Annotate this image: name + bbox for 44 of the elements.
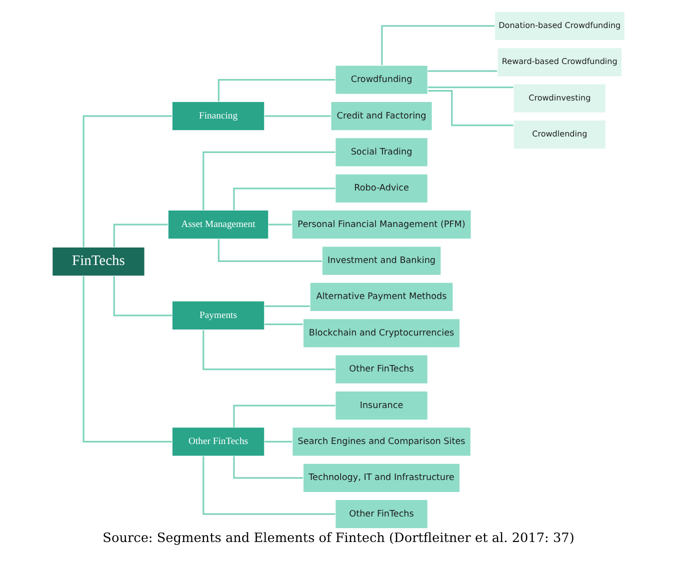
node-box: Reward-based Crowdfunding <box>496 47 622 78</box>
connector <box>427 86 513 88</box>
node-box: Crowdinvesting <box>512 83 606 114</box>
connector <box>264 305 310 308</box>
node-box: Credit and Factoring <box>330 101 432 131</box>
connector <box>202 330 335 370</box>
node-box: Other FinTechs <box>171 426 264 457</box>
connector <box>202 456 335 515</box>
node-box: Blockchain and Cryptocurrencies <box>302 318 460 348</box>
node-box: Alternative Payment Methods <box>309 282 453 312</box>
connector <box>232 456 302 479</box>
caption: Source: Segments and Elements of Fintech (Dortfleitner et al. 2017: 37) <box>102 531 574 546</box>
node-box: Other FinTechs <box>334 499 428 529</box>
node-box: Other FinTechs <box>334 354 428 384</box>
connector <box>264 440 292 443</box>
node-box: Robo-Advice <box>334 174 428 204</box>
node-box: Asset Management <box>167 210 268 240</box>
connector <box>268 224 292 226</box>
connector <box>428 90 513 126</box>
node-box: Donation-based Crowdfunding <box>494 11 625 41</box>
connector <box>202 151 335 210</box>
connector <box>232 188 335 210</box>
node-box: FinTechs <box>51 246 145 276</box>
node-box: Crowdfunding <box>334 64 428 95</box>
node-box: Search Engines and Comparison Sites <box>291 426 471 457</box>
connector <box>232 404 335 428</box>
node-box: Personal Financial Management (PFM) <box>290 210 472 240</box>
node-box: Financing <box>171 101 264 131</box>
connector <box>82 276 172 443</box>
connector <box>427 70 497 72</box>
node-box: Technology, IT and Infrastructure <box>302 463 460 493</box>
connector <box>380 25 494 66</box>
connector <box>112 224 168 247</box>
connector <box>82 115 172 248</box>
connector <box>217 239 322 262</box>
connector <box>264 115 330 117</box>
node-box: Insurance <box>334 390 428 420</box>
node-box: Payments <box>171 300 264 330</box>
connector <box>217 79 335 102</box>
connector <box>112 276 172 316</box>
node-box: Crowdlending <box>512 120 606 150</box>
connector <box>264 324 302 326</box>
node-box: Social Trading <box>334 137 428 168</box>
node-box: Investment and Banking <box>321 246 441 276</box>
